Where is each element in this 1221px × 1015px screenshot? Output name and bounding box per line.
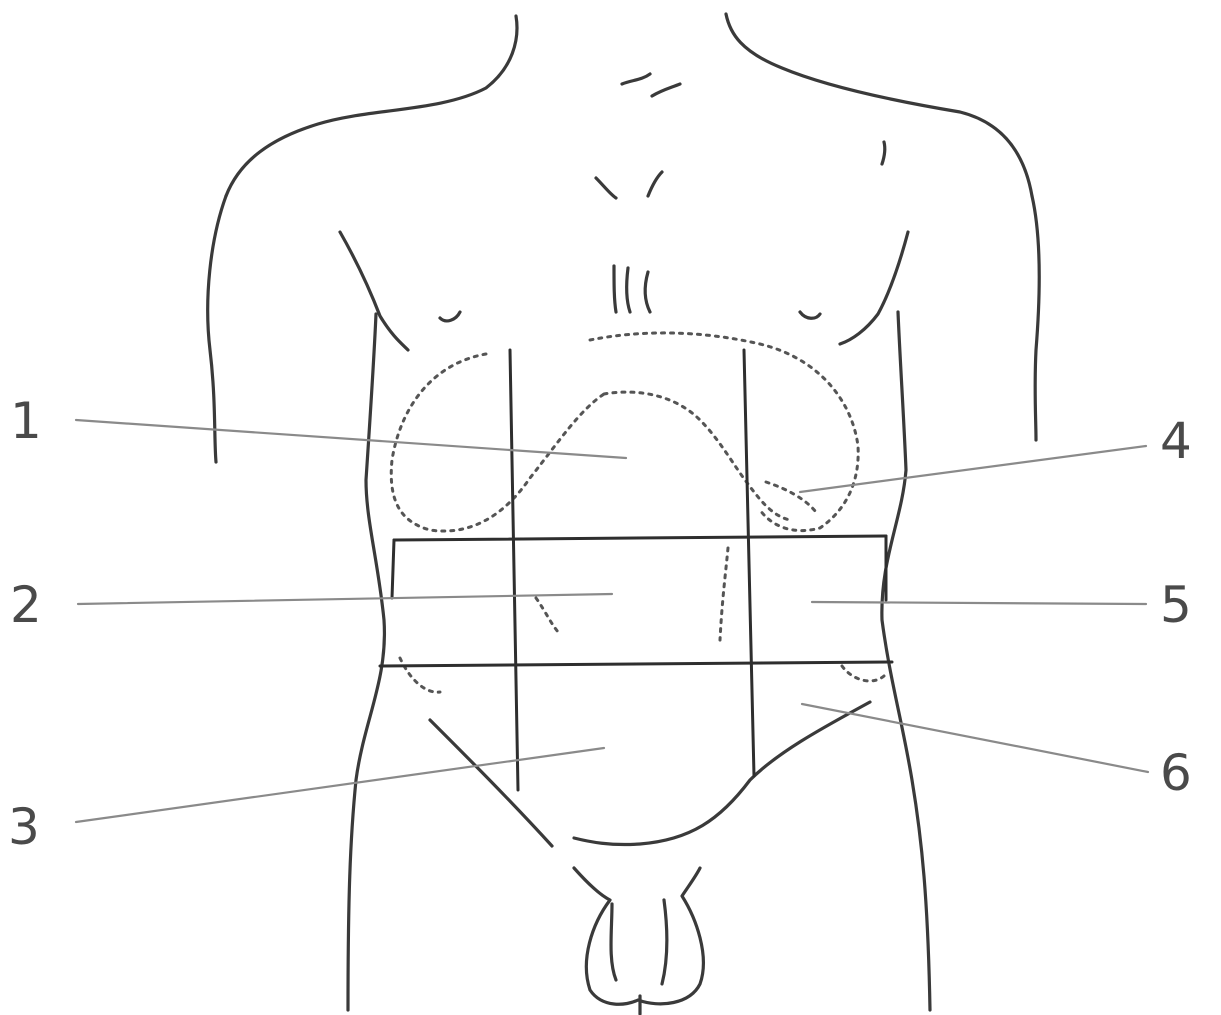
body-outline bbox=[208, 14, 1040, 1014]
lower-horizontal-line bbox=[380, 662, 892, 666]
xiphoid-mark-2 bbox=[627, 268, 630, 312]
colon-mark-1 bbox=[720, 548, 728, 640]
callout-number-2: 2 bbox=[10, 576, 42, 634]
spleen-outline bbox=[766, 482, 816, 512]
leader-line-3 bbox=[76, 748, 604, 822]
liver-outline bbox=[391, 354, 604, 531]
left-inguinal-line bbox=[430, 720, 552, 846]
sigmoid-outline bbox=[842, 666, 884, 681]
upper-horizontal-line bbox=[394, 536, 886, 540]
left-nipple bbox=[440, 312, 460, 321]
left-vertical-line bbox=[510, 350, 518, 790]
genital-inner bbox=[611, 900, 667, 984]
sternum-mark-right bbox=[648, 172, 662, 196]
diaphragm-dome bbox=[590, 333, 858, 531]
left-arm bbox=[208, 196, 226, 462]
leader-line-1 bbox=[76, 420, 626, 458]
box-left-edge bbox=[392, 540, 394, 598]
callout-number-5: 5 bbox=[1160, 576, 1192, 634]
callout-labels: 1 2 3 4 5 6 bbox=[8, 392, 1192, 856]
organ-outlines bbox=[391, 333, 884, 692]
leader-lines bbox=[76, 420, 1148, 822]
leader-line-2 bbox=[78, 594, 612, 604]
leader-line-4 bbox=[800, 446, 1146, 492]
leader-line-6 bbox=[802, 704, 1148, 772]
right-vertical-line bbox=[744, 350, 754, 776]
chest-mark-right bbox=[882, 142, 885, 164]
left-torso-side bbox=[348, 314, 384, 1010]
colon-mark-2 bbox=[536, 598, 560, 634]
region-grid bbox=[380, 350, 892, 790]
right-arm bbox=[1032, 196, 1039, 440]
callout-number-4: 4 bbox=[1160, 412, 1192, 470]
right-nipple bbox=[800, 312, 820, 318]
neck-right bbox=[726, 14, 1032, 196]
callout-number-6: 6 bbox=[1160, 744, 1192, 802]
right-collarbone bbox=[652, 84, 680, 96]
right-inguinal-line bbox=[574, 702, 870, 845]
left-collarbone bbox=[622, 74, 650, 84]
callout-number-3: 3 bbox=[8, 798, 40, 856]
stomach-outline bbox=[604, 392, 790, 520]
sternum-mark-left bbox=[596, 178, 616, 198]
xiphoid-mark-3 bbox=[645, 272, 650, 312]
genital-outline bbox=[574, 868, 703, 1004]
leader-line-5 bbox=[812, 602, 1146, 604]
appendix-outline bbox=[400, 658, 440, 692]
neck-left bbox=[226, 16, 517, 196]
callout-number-1: 1 bbox=[10, 392, 42, 450]
xiphoid-mark-1 bbox=[614, 266, 616, 312]
